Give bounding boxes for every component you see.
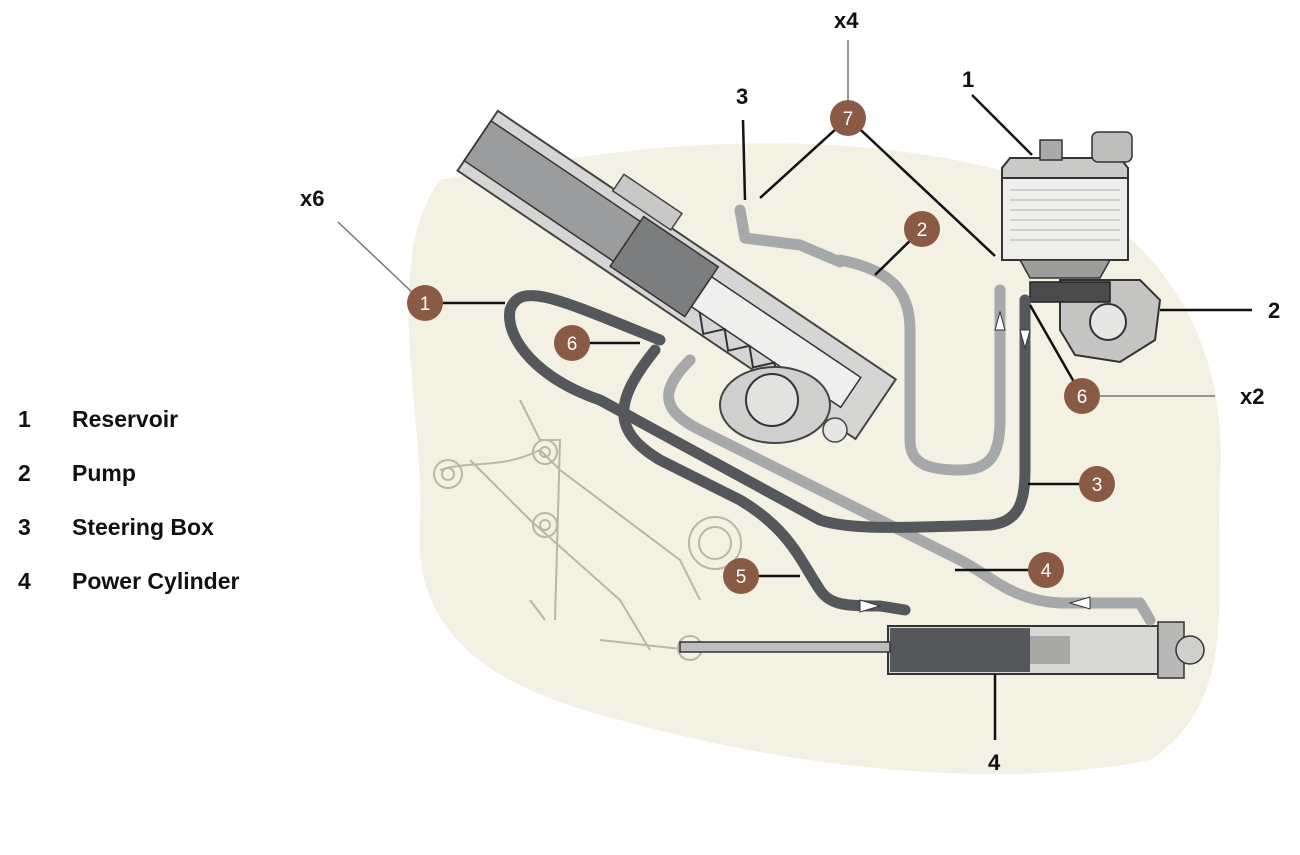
legend-number: 2 (18, 460, 31, 486)
label-steering-box: 3 (736, 84, 748, 109)
callout-4: 4 (1028, 552, 1064, 588)
callout-markers: 1 2 3 4 5 6 6 7 (407, 100, 1115, 594)
quantity-labels: x6 x4 x2 (300, 8, 1264, 409)
callout-2: 2 (904, 211, 940, 247)
callout-6-steering: 6 (554, 325, 590, 361)
legend-label: Pump (72, 460, 136, 486)
legend-item: 1 Reservoir (14, 404, 314, 458)
callout-7: 7 (830, 100, 866, 136)
svg-text:3: 3 (1092, 475, 1103, 496)
legend-label: Power Cylinder (72, 568, 240, 594)
legend-number: 1 (18, 406, 31, 432)
quantity-x4: x4 (834, 8, 859, 33)
callout-1: 1 (407, 285, 443, 321)
component-leader-lines (741, 94, 1252, 740)
svg-text:2: 2 (917, 220, 928, 241)
svg-text:4: 4 (1041, 561, 1052, 582)
legend-number: 4 (18, 568, 31, 594)
svg-text:1: 1 (420, 294, 431, 315)
steering-box (456, 109, 898, 444)
legend-item: 3 Steering Box (14, 512, 314, 566)
label-reservoir: 1 (962, 67, 974, 92)
legend-label: Steering Box (72, 514, 214, 540)
legend: 1 Reservoir 2 Pump 3 Steering Box 4 Powe… (14, 404, 314, 620)
illustration-background (408, 143, 1221, 775)
legend-item: 2 Pump (14, 458, 314, 512)
svg-text:6: 6 (1077, 387, 1088, 408)
reservoir (1001, 131, 1133, 279)
quantity-x6: x6 (300, 186, 324, 211)
legend-label: Reservoir (72, 406, 179, 432)
component-labels: 1 2 3 4 (736, 67, 1280, 775)
svg-text:5: 5 (736, 567, 747, 588)
dark-hoses (504, 290, 1031, 616)
quantity-x2: x2 (1240, 384, 1264, 409)
light-hoses (663, 204, 1156, 626)
svg-text:6: 6 (567, 334, 578, 355)
power-cylinder (679, 621, 1205, 679)
pump (1029, 279, 1162, 364)
legend-item: 4 Power Cylinder (14, 566, 314, 620)
callout-5: 5 (723, 558, 759, 594)
label-pump: 2 (1268, 298, 1280, 323)
linkage-sketch (433, 399, 742, 661)
flow-arrows (859, 310, 1091, 613)
callout-6-pump: 6 (1064, 378, 1100, 414)
legend-number: 3 (18, 514, 31, 540)
callout-3: 3 (1079, 466, 1115, 502)
svg-text:7: 7 (843, 109, 854, 130)
quantity-leader-lines (337, 40, 1215, 397)
label-power-cylinder: 4 (988, 750, 1001, 775)
